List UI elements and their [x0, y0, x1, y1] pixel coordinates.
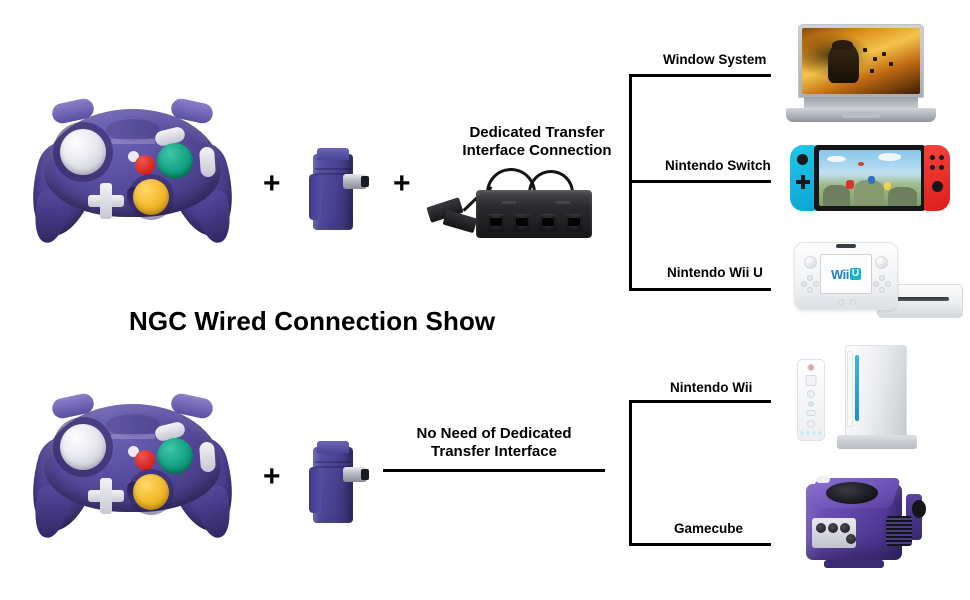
- device-nintendo-switch: [790, 145, 950, 211]
- dpad-icon: [88, 478, 124, 514]
- bracket-bottom-branch-2: [629, 543, 771, 546]
- device-gamecube: [796, 470, 928, 574]
- ngc-controller-bottom: [19, 390, 246, 541]
- wiiu-left-stick: [804, 256, 817, 269]
- adapter-plug-top: [307, 148, 369, 234]
- wii-console: [845, 345, 907, 437]
- controller-brand-mark: [110, 434, 155, 439]
- plug-clip: [309, 467, 321, 513]
- target-label-window-system: Window System: [663, 52, 767, 67]
- target-label-nintendo-wii: Nintendo Wii: [670, 380, 753, 395]
- bracket-top-branch-3: [629, 288, 771, 291]
- wiiu-sensor-bar: [836, 244, 856, 248]
- laptop-trackpad: [842, 112, 880, 118]
- device-laptop: [786, 24, 936, 122]
- x-button: [198, 441, 217, 473]
- start-button: [127, 151, 139, 162]
- target-label-gamecube: Gamecube: [674, 521, 744, 536]
- gamecube-knob: [912, 500, 926, 518]
- laptop-lid: [798, 24, 924, 98]
- controller-port-2: [512, 214, 532, 232]
- gamecube-foot: [824, 560, 884, 568]
- plug-cap: [317, 148, 349, 160]
- controller-dimple: [105, 414, 160, 436]
- joycon-right: [924, 145, 950, 211]
- laptop-keyboard: [804, 97, 918, 108]
- controller-port-3: [538, 214, 558, 232]
- target-label-nintendo-wii-u: Nintendo Wii U: [667, 265, 763, 280]
- bracket-top-branch-2: [629, 180, 771, 183]
- dedicated-transfer-note-line2: Interface Connection: [462, 142, 612, 159]
- laptop-screen: [802, 28, 920, 94]
- no-dedicated-transfer-note-line2: Transfer Interface: [431, 443, 557, 460]
- dedicated-transfer-note: Dedicated Transfer Interface Connection: [428, 124, 646, 160]
- no-dedicated-transfer-note: No Need of Dedicated Transfer Interface: [385, 425, 603, 461]
- bracket-bottom-branch-1: [629, 400, 771, 403]
- gamecube-handle: [816, 476, 830, 483]
- plus-sign-bottom-1: +: [263, 460, 281, 493]
- plug-cap: [317, 441, 349, 453]
- bracket-bottom-vertical: [629, 400, 632, 546]
- adapter-plug-bottom: [307, 441, 369, 527]
- ngc-controller-top: [19, 95, 246, 246]
- bracket-top-branch-1: [629, 74, 771, 77]
- dpad-icon: [88, 183, 124, 219]
- wiiu-right-stick: [875, 256, 888, 269]
- usb-connector-2: [442, 209, 478, 234]
- x-button: [198, 146, 217, 178]
- plug-tip: [361, 469, 369, 480]
- switch-screen-frame: [814, 145, 926, 211]
- wiiu-logo-word: Wii: [830, 266, 849, 282]
- b-button: [135, 450, 155, 470]
- controller-port-4: [564, 214, 584, 232]
- dedicated-transfer-note-line1: Dedicated Transfer: [469, 124, 605, 141]
- wii-remote: [797, 359, 825, 441]
- wiiu-logo-badge: U: [849, 268, 862, 280]
- controller-brand-mark: [110, 139, 155, 144]
- wii-console-stand: [837, 435, 917, 449]
- a-button: [157, 143, 193, 179]
- controller-dimple: [105, 119, 160, 141]
- analog-stick: [60, 129, 106, 175]
- plug-clip: [309, 174, 321, 220]
- gamecube-disc-lid: [826, 482, 878, 504]
- no-dedicated-transfer-underline: [383, 469, 605, 472]
- switch-screen: [819, 150, 921, 206]
- gamecube-controller-ports: [812, 518, 856, 548]
- target-label-nintendo-switch: Nintendo Switch: [665, 158, 771, 173]
- no-dedicated-transfer-note-line1: No Need of Dedicated: [416, 425, 572, 442]
- c-stick: [133, 179, 169, 215]
- joycon-left: [790, 145, 816, 211]
- diagram-title: NGC Wired Connection Show: [129, 306, 496, 336]
- b-button: [135, 155, 155, 175]
- device-nintendo-wii: [793, 345, 943, 449]
- controller-port-1: [486, 214, 506, 232]
- plus-sign-top-2: +: [393, 167, 411, 200]
- plus-sign-top-1: +: [263, 167, 281, 200]
- gamecube-usb-adapter: [424, 168, 594, 246]
- start-button: [127, 446, 139, 457]
- plug-tip: [361, 176, 369, 187]
- c-stick: [133, 474, 169, 510]
- gamecube-vent: [886, 516, 912, 546]
- a-button: [157, 438, 193, 474]
- analog-stick: [60, 424, 106, 470]
